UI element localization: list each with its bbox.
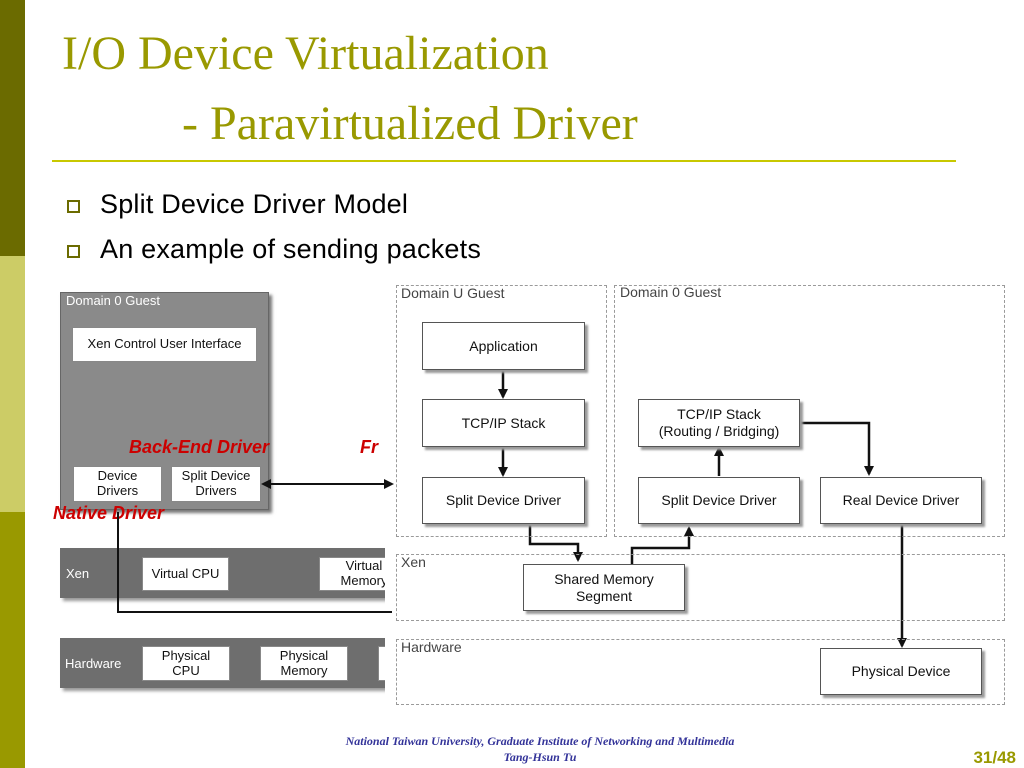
slide-title-line1: I/O Device Virtualization: [62, 27, 549, 80]
domain0-guest-label: Domain 0 Guest: [620, 284, 722, 300]
device-drivers-box: Device Drivers: [73, 466, 162, 502]
tcpip-stack-domain0-box: TCP/IP Stack (Routing / Bridging): [638, 399, 800, 447]
left-xen-label: Xen: [66, 566, 90, 581]
title-divider: [52, 160, 956, 162]
split-driver-domainU-box: Split Device Driver: [422, 477, 585, 524]
bullet-square-icon: [67, 200, 80, 213]
application-box: Application: [422, 322, 585, 370]
shared-memory-segment-box: Shared Memory Segment: [523, 564, 685, 611]
page-number: 31/48: [973, 748, 1016, 767]
back-end-driver-annotation: Back-End Driver: [129, 437, 270, 457]
footer-institution: National Taiwan University, Graduate Ins…: [345, 734, 735, 748]
domainU-guest-region: [396, 285, 607, 537]
side-strip-middle: [0, 256, 25, 512]
slide-title-line2: - Paravirtualized Driver: [182, 97, 638, 150]
bullet-item-2: An example of sending packets: [100, 234, 482, 264]
side-strip-top: [0, 0, 25, 256]
side-strip-bottom: [0, 512, 25, 768]
hardware-region: [396, 639, 1005, 705]
virtual-cpu-box: Virtual CPU: [142, 557, 229, 591]
hardware-label: Hardware: [401, 639, 462, 655]
bullet-item-1: Split Device Driver Model: [100, 189, 409, 219]
domainU-guest-label: Domain U Guest: [401, 285, 505, 301]
split-device-drivers-box: Split Device Drivers: [171, 466, 261, 502]
physical-device-box: Physical Device: [820, 648, 982, 695]
left-domain0-label: Domain 0 Guest: [66, 293, 160, 308]
native-driver-annotation: Native Driver: [53, 503, 165, 523]
physical-memory-box: Physical Memory: [260, 646, 348, 681]
real-device-driver-box: Real Device Driver: [820, 477, 982, 524]
footer-author: Tang-Hsun Tu: [503, 750, 577, 764]
xen-region: [396, 554, 1005, 621]
xen-control-ui-box: Xen Control User Interface: [72, 327, 257, 362]
front-end-driver-annotation: Fr: [360, 437, 378, 457]
physical-cpu-box: Physical CPU: [142, 646, 230, 681]
left-hardware-label: Hardware: [65, 656, 122, 671]
split-driver-domain0-box: Split Device Driver: [638, 477, 800, 524]
bullet-square-icon: [67, 245, 80, 258]
tcpip-stack-domainU-box: TCP/IP Stack: [422, 399, 585, 447]
domain0-guest-region: [614, 285, 1005, 537]
xen-label: Xen: [401, 554, 426, 570]
